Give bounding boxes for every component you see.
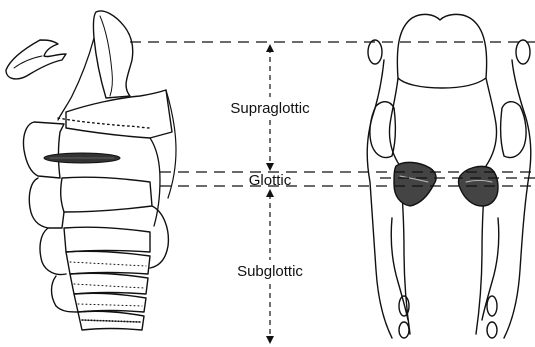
arrowhead-sub-up — [266, 189, 274, 197]
supraglottic-label: Supraglottic — [230, 100, 310, 117]
vocal-fold-left — [394, 162, 436, 206]
arrowhead-supra-down — [266, 163, 274, 171]
hyoid-right — [516, 40, 530, 64]
epiglottis — [93, 11, 132, 98]
larynx-lateral-view — [6, 11, 176, 330]
larynx-coronal-view — [367, 14, 531, 338]
tracheal-ring-3 — [70, 273, 148, 294]
hyoid-hook — [6, 40, 66, 79]
level-lines — [130, 42, 535, 186]
arrowhead-supra-up — [266, 44, 274, 52]
cricoid-cartilage — [61, 177, 152, 212]
subglottic-label: Subglottic — [237, 263, 303, 280]
arrowhead-sub-down — [266, 336, 274, 344]
tracheal-ring-4 — [74, 293, 146, 312]
tracheal-ring-1 — [64, 227, 150, 252]
dotted-line — [58, 118, 150, 128]
glottic-label: Glottic — [249, 172, 292, 189]
coronal-epiglottis — [397, 14, 486, 88]
hyoid-left — [368, 40, 382, 64]
